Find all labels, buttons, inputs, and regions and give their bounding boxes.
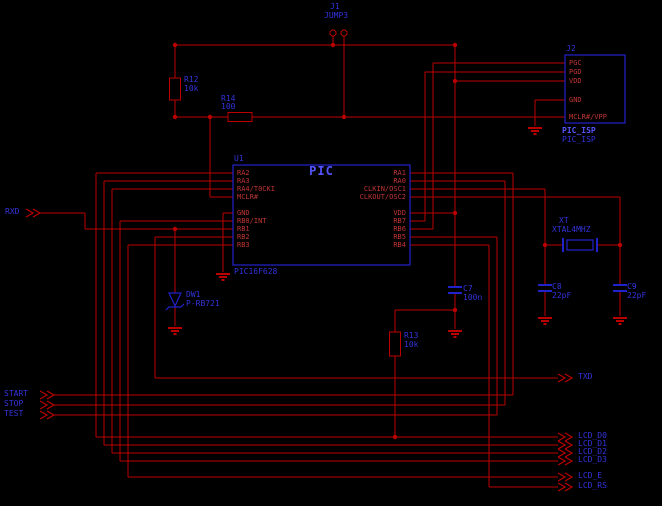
isp-pin-label: VDD [569,77,582,85]
ground-icon [448,330,462,338]
isp-pin-label: MCLR#/VPP [569,113,607,121]
net-label-lcd-d0: LCD_D0 [578,431,607,440]
jumper-symbol[interactable] [329,29,348,37]
name-label-j2: PIC_ISP [562,126,596,135]
pic-pin-label: GND [237,209,250,217]
pic-pin-label: MCLR# [237,193,259,201]
net-label-lcd-d2: LCD_D2 [578,447,607,456]
lcd-rs-arrow-icon [557,482,574,492]
ground-icon [168,327,182,335]
value-label-r12: 10k [184,84,199,93]
pic-title: PIC [309,164,334,178]
pic-pin-label: RA2 [237,169,250,177]
pic-pin-label: RA3 [237,177,250,185]
pic-pin-label: RB0/INT [237,217,267,225]
resistor-r13[interactable] [389,331,401,357]
stop-arrow-icon [39,400,56,410]
lcd-e-arrow-icon [557,472,574,482]
net-label-start: START [4,389,29,398]
pic-pin-label: RB6 [393,225,406,233]
net-label-lcd-e: LCD_E [578,471,603,480]
crystal-xt[interactable] [562,238,598,252]
net-label-txd: TXD [578,372,593,381]
ref-label-u1: U1 [234,154,244,163]
pic-pin-label: RA4/T0CKI [237,185,275,193]
net-label-lcd-d3: LCD_D3 [578,455,607,464]
lcd-d3-arrow-icon [557,456,574,466]
value-label-j2: PIC_ISP [562,135,596,144]
value-label-c8: 22pF [552,291,572,300]
pic-pin-label: CLKOUT/OSC2 [359,193,406,201]
lcd-d2-arrow-icon [557,448,574,458]
pic-pin-label: RB4 [393,241,406,249]
rxd-arrow-icon [25,208,42,218]
lcd-d1-arrow-icon [557,440,574,450]
net-flag-arrows[interactable] [25,208,574,492]
ref-label-xt: XT [559,216,569,225]
isp-pin-label: GND [569,96,582,104]
pic-pin-label: RB3 [237,241,250,249]
capacitor-c9[interactable] [613,284,627,292]
ref-label-j2: J2 [566,44,576,53]
isp-pin-label: PGC [569,59,582,67]
capacitor-c8[interactable] [538,284,552,292]
value-label-dw1: P-RB721 [186,299,220,308]
isp-pin-label: PGD [569,68,582,76]
ref-label-c7: C7 [463,284,473,293]
ground-icon [538,317,552,325]
net-label-stop: STOP [4,399,24,408]
net-label-test: TEST [4,409,24,418]
net-label-lcd-d1: LCD_D1 [578,439,607,448]
pic-pin-label: RB2 [237,233,250,241]
ref-label-r12: R12 [184,75,199,84]
isp-connector-symbol[interactable] [564,54,626,124]
pic-pin-label: RB7 [393,217,406,225]
value-label-c9: 22pF [627,291,647,300]
test-arrow-icon [39,410,56,420]
value-label-j1: JUMP3 [324,11,349,20]
pic-symbol[interactable] [232,164,411,266]
net-label-rxd: RXD [5,207,20,216]
ref-label-r14: R14 [221,94,236,103]
pic-pin-label: RB5 [393,233,406,241]
wire-segments[interactable] [40,36,621,488]
start-arrow-icon [39,390,56,400]
value-label-r14: 100 [221,102,236,111]
ref-label-c9: C9 [627,282,637,291]
value-label-u1: PIC16F628 [234,267,278,276]
pic-pin-label: RA0 [393,177,406,185]
ground-icon [528,127,542,135]
ref-label-c8: C8 [552,282,562,291]
resistor-r14[interactable] [227,112,253,122]
junction-dots [172,42,623,440]
capacitor-c7[interactable] [448,286,462,294]
ground-icon [613,317,627,325]
value-label-c7: 100n [463,293,483,302]
pin-stubs[interactable] [223,62,565,246]
lcd-d0-arrow-icon [557,432,574,442]
resistor-r12[interactable] [169,77,181,101]
ref-label-r13: R13 [404,331,419,340]
pic-pin-label: RB1 [237,225,250,233]
net-label-lcd-rs: LCD_RS [578,481,607,490]
value-label-r13: 10k [404,340,419,349]
pic-pin-label: RA1 [393,169,406,177]
pic-pin-label: VDD [393,209,406,217]
pic-pin-label: CLKIN/OSC1 [363,185,406,193]
ref-label-dw1: DW1 [186,290,201,299]
txd-arrow-icon [557,373,574,383]
ref-label-j1: J1 [330,2,340,11]
ground-symbols[interactable] [168,127,627,338]
ground-icon [216,273,230,281]
value-label-xt: XTAL4MHZ [552,225,591,234]
zener-diode-dw1[interactable] [165,292,185,311]
